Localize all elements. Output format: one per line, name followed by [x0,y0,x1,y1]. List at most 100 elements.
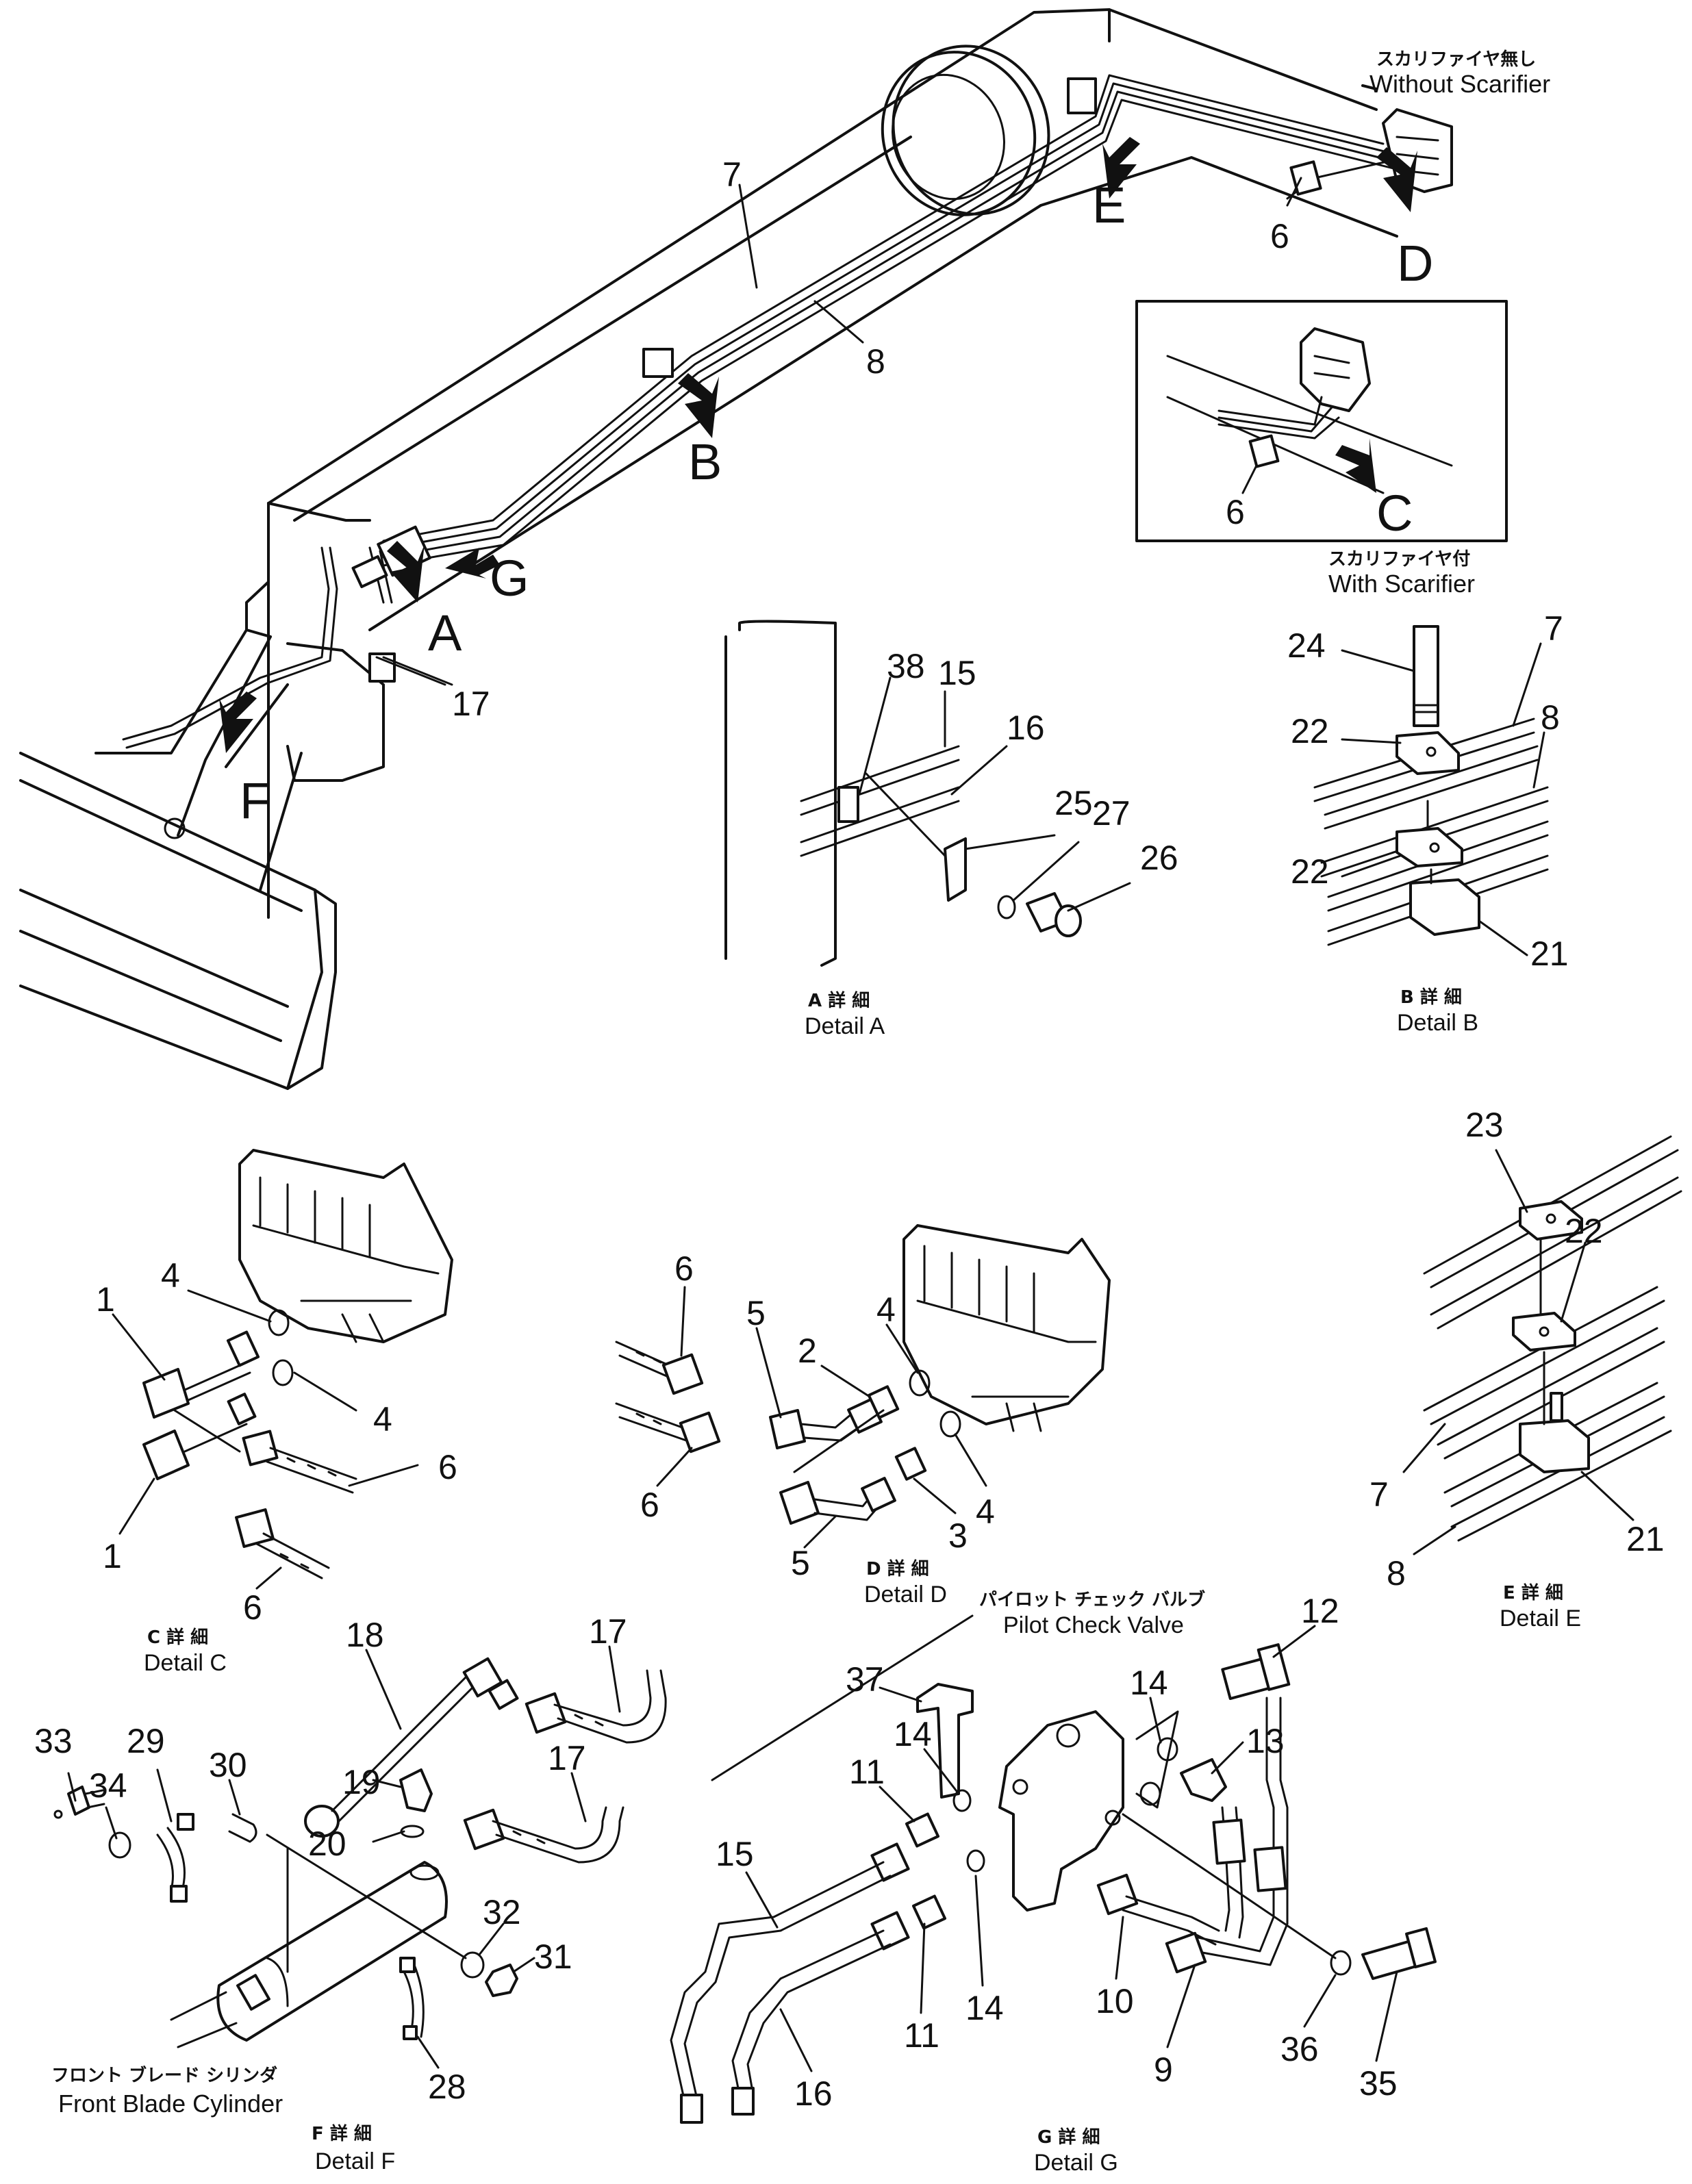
detail-d-jp: D 詳 細 [866,1558,929,1579]
callout-f-18: 18 [346,1616,384,1654]
callout-d-3: 3 [948,1516,968,1555]
callout-d-2: 2 [798,1332,817,1370]
detail-f-leaders [67,1645,621,2069]
callout-c-4-upper: 4 [161,1256,180,1295]
pilot-check-valve-jp: パイロット チェック バルブ [979,1589,1205,1610]
callout-a-25: 25 [1055,784,1093,822]
arrow-c-icon [1335,438,1376,493]
detail-d-leaders [656,1286,987,1549]
callout-a-26: 26 [1140,839,1178,877]
callout-g-12: 12 [1301,1592,1339,1630]
callout-b-8: 8 [1541,698,1560,737]
callout-f-17-lower: 17 [548,1739,586,1777]
main-leaders [375,177,1302,686]
detail-b-leaders [1341,642,1545,956]
detail-d-en: Detail D [864,1582,947,1608]
callout-f-34: 34 [89,1766,127,1805]
callout-a-38: 38 [887,647,925,685]
callout-f-20: 20 [308,1825,346,1863]
callout-f-17-upper: 17 [589,1612,627,1651]
callout-b-24: 24 [1287,626,1326,665]
arrow-d-icon [1376,147,1417,212]
callout-f-28: 28 [428,2068,466,2106]
arrow-a-icon [387,541,425,602]
detail-a-jp: A 詳 細 [808,990,870,1011]
arrow-g-icon [445,548,500,579]
callout-g-36: 36 [1280,2030,1319,2068]
callout-g-14-lower: 14 [965,1989,1004,2027]
detail-a-leaders [858,676,1131,912]
detail-e-leaders [1402,1149,1634,1556]
callout-f-19: 19 [342,1763,381,1801]
callout-e-23: 23 [1465,1106,1504,1144]
without-scarifier-en: Without Scarifier [1369,70,1550,98]
callout-b-7: 7 [1544,609,1563,648]
arrow-b-icon [678,373,719,438]
arrow-e-icon [1102,137,1140,199]
callout-inset-6: 6 [1226,493,1245,531]
callout-g-35: 35 [1359,2064,1398,2103]
callout-d-4-upper: 4 [876,1291,896,1329]
callout-c-1-lower: 1 [103,1537,122,1575]
callout-d-5-lower: 5 [791,1544,810,1582]
callout-g-14-right: 14 [1130,1664,1168,1702]
callout-f-31: 31 [534,1938,572,1976]
callout-d-6-upper: 6 [674,1249,694,1288]
front-blade-cylinder-jp: フロント ブレード シリンダ [51,2065,277,2086]
callout-b-21: 21 [1530,935,1569,973]
callout-a-16: 16 [1007,709,1045,747]
view-letter-a: A [428,605,462,661]
callout-g-13: 13 [1246,1722,1285,1760]
detail-f-en: Detail F [315,2148,395,2174]
detail-g-jp: G 詳 細 [1037,2126,1100,2148]
callout-d-6-lower: 6 [640,1486,659,1524]
callout-g-16: 16 [794,2074,833,2113]
detail-d-drawing [615,1224,1111,1525]
detail-c-en: Detail C [144,1650,227,1676]
with-scarifier-en: With Scarifier [1328,570,1475,598]
callout-d-4-lower: 4 [976,1493,995,1531]
detail-b-en: Detail B [1397,1010,1478,1036]
callout-main-6: 6 [1270,217,1289,255]
callout-main-8: 8 [866,342,885,381]
callout-b-22-upper: 22 [1291,712,1329,750]
detail-g-en: Detail G [1034,2150,1118,2176]
view-letter-g: G [490,550,529,607]
callout-main-17: 17 [452,685,490,723]
without-scarifier-jp: スカリファイヤ無し [1376,49,1536,70]
detail-e-drawing [1423,1135,1682,1542]
callout-f-33: 33 [34,1722,73,1760]
callout-f-30: 30 [209,1746,247,1784]
callout-g-11-lower: 11 [904,2016,939,2055]
callout-g-9: 9 [1154,2050,1173,2089]
callout-e-8: 8 [1387,1554,1406,1592]
view-letter-d: D [1397,235,1433,292]
view-letter-e: E [1092,177,1126,233]
arrow-f-icon [219,691,257,753]
front-blade-cylinder-en: Front Blade Cylinder [58,2090,283,2118]
callout-c-6-lower: 6 [243,1588,262,1627]
detail-g-leaders [745,1625,1398,2072]
callout-g-10: 10 [1096,1982,1134,2020]
with-scarifier-jp: スカリファイヤ付 [1328,549,1470,570]
callout-g-11-upper: 11 [849,1753,885,1791]
callout-a-27: 27 [1092,794,1131,833]
callout-main-7: 7 [722,155,742,194]
view-letter-b: B [688,433,722,490]
callout-a-15: 15 [938,654,976,692]
callout-g-15: 15 [716,1835,754,1873]
detail-e-en: Detail E [1500,1605,1581,1631]
inset-with-scarifier [1135,300,1508,542]
detail-c-leaders [112,1289,419,1590]
detail-b-drawing [1313,625,1549,946]
detail-a-en: Detail A [805,1013,885,1039]
callout-e-22: 22 [1565,1212,1603,1250]
callout-f-29: 29 [127,1722,165,1760]
view-letter-f: F [240,772,270,829]
detail-f-drawing [53,1657,667,2048]
callout-c-1-upper: 1 [96,1280,115,1319]
callout-g-14-upper: 14 [894,1715,932,1753]
callout-e-21: 21 [1626,1520,1665,1558]
detail-e-jp: E 詳 細 [1503,1582,1563,1603]
